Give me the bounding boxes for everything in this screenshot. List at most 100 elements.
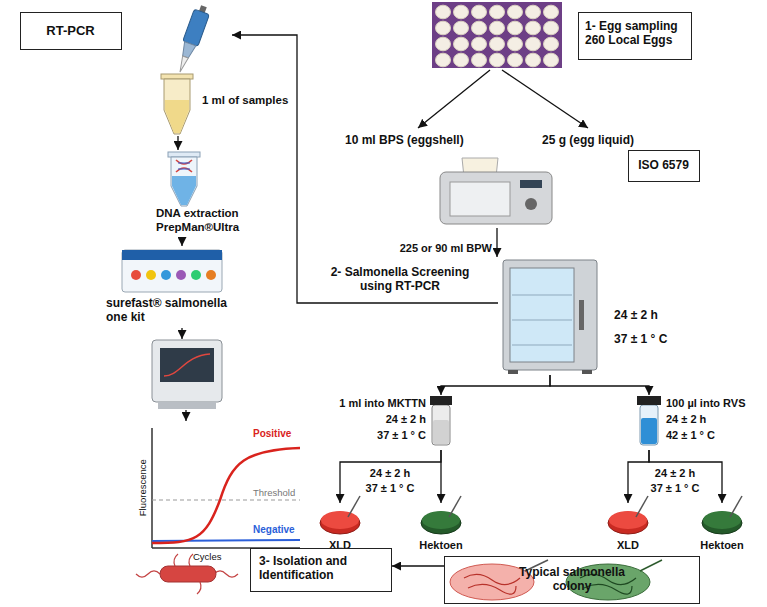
hektoen-plate-icon — [449, 496, 461, 517]
enrichment-tube: 1 ml into MKTTN 24 ± 2 h 37 ± 1 ° C — [330, 395, 456, 450]
incubator-icon — [579, 300, 584, 330]
stomacher-icon — [440, 172, 552, 224]
pcr-kit-icon — [176, 270, 186, 280]
annotation-label: 25 g (egg liquid) — [542, 133, 634, 147]
standard-box: ISO 6579 — [628, 150, 700, 182]
node-text: Fluorescence — [137, 448, 148, 528]
incubator-icon — [510, 268, 574, 362]
rvs-tube-icon — [637, 396, 661, 405]
rvs-tube-icon — [637, 396, 661, 445]
xld-plate-icon — [320, 496, 360, 534]
hektoen-plate-icon — [421, 512, 461, 534]
hektoen-plate-icon — [703, 511, 741, 529]
pcr-kit: surefast® salmonella one kit — [104, 246, 246, 328]
hektoen-plate-icon — [702, 512, 742, 534]
xld-plate-icon — [348, 496, 360, 517]
pcr-kit-icon — [122, 250, 222, 292]
hektoen-plate-icon — [421, 496, 461, 534]
incubator-icon — [512, 295, 572, 296]
node-text: Positive — [253, 428, 291, 440]
xld-plate-icon — [320, 512, 360, 534]
flow-connector — [177, 136, 178, 150]
stomacher-icon — [520, 180, 542, 188]
stomacher-icon — [440, 158, 552, 224]
flow-arrow — [181, 328, 182, 339]
agar-plate: Hektoen — [413, 503, 469, 553]
flow-arrow — [418, 70, 588, 128]
pcr-kit-icon — [161, 270, 171, 280]
extraction-tube-icon — [178, 163, 190, 169]
thermocycler-icon — [160, 348, 214, 382]
flow-connector — [392, 565, 444, 566]
incubator-icon — [503, 260, 597, 374]
amplification-curve — [152, 540, 300, 541]
flow-arrow — [497, 228, 498, 257]
step-box: 3- Isolation and Identification — [250, 548, 392, 592]
node-text: 24 ± 2 h — [330, 413, 426, 426]
node-text: Typical salmonella colony — [519, 565, 625, 594]
annotation-label: 24 ± 2 h — [355, 467, 425, 480]
flow-connector — [440, 450, 441, 503]
pcr-kit-icon — [206, 270, 216, 280]
incubator-icon — [503, 260, 597, 370]
egg-tray — [432, 2, 562, 68]
bacterium-icon — [136, 554, 238, 594]
node-text: 37 ± 1 ° C — [330, 429, 426, 442]
sample-tube-icon — [161, 74, 193, 79]
colony-plates — [464, 574, 520, 594]
node-text: RT-PCR — [21, 23, 120, 39]
rvs-tube-icon — [640, 405, 658, 445]
flow-connector — [628, 450, 649, 503]
step-box: 1- Egg sampling 260 Local Eggs — [578, 12, 692, 60]
xld-plate-icon — [609, 511, 647, 529]
annotation-label: 24 ± 2 h — [640, 467, 710, 480]
pcr-kit-icon — [191, 270, 201, 280]
flow-connector — [181, 240, 182, 246]
extraction-tube-icon — [168, 152, 200, 206]
flow-arrow — [182, 328, 183, 339]
pipette-icon — [177, 56, 188, 73]
node-text: 1 ml into MKTTN — [330, 397, 426, 410]
mkttn-tube-icon — [430, 396, 452, 405]
colony-plates — [450, 560, 662, 600]
node-text: Threshold — [253, 487, 295, 498]
amplification-curve — [151, 428, 153, 548]
node-text: Hektoen — [688, 539, 756, 552]
xld-plate-icon — [321, 511, 359, 529]
result-box: Typical salmonella colony — [444, 556, 700, 604]
node-text: 24 ± 2 h — [666, 413, 706, 426]
flow-connector — [550, 375, 649, 395]
egg-tray — [432, 2, 562, 68]
stomacher-icon — [450, 182, 510, 216]
annotation-label: 37 ± 1 ° C — [355, 482, 425, 495]
extraction-tube-icon — [171, 157, 197, 206]
annotation-label: 225 or 90 ml BPW — [382, 242, 492, 255]
thermocycler-icon — [164, 354, 210, 376]
annotation-label: 10 ml BPS (eggshell) — [345, 133, 464, 147]
flow-connector — [441, 375, 550, 395]
incubator-icon — [512, 320, 572, 321]
node-text: DNA extraction PrepMan®Ultra — [156, 207, 256, 235]
mkttn-tube-icon — [433, 420, 449, 444]
annotation-label: 37 ± 1 ° C — [640, 482, 710, 495]
extraction-tube-icon — [176, 160, 192, 172]
flow-arrow — [186, 410, 187, 421]
sample-tube-icon — [165, 100, 189, 133]
node-text: Cycles — [193, 551, 222, 562]
node-text: XLD — [596, 539, 660, 552]
node-text: ISO 6579 — [629, 158, 698, 172]
mkttn-tube-icon — [430, 396, 452, 445]
sample-tube-icon — [161, 74, 193, 134]
hektoen-plate-icon — [702, 496, 742, 534]
node-text: 100 µl into RVS — [666, 397, 746, 410]
stomacher-icon — [525, 198, 537, 210]
incubator: 24 ± 2 h37 ± 1 ° C — [498, 258, 690, 375]
incubator-icon — [512, 345, 572, 346]
flow-arrow — [418, 70, 490, 128]
method-box: RT-PCR — [20, 12, 122, 50]
sample-tube-icon — [164, 79, 190, 134]
thermocycler-icon — [158, 402, 216, 409]
pcr-kit-icon — [131, 270, 141, 280]
agar-plate: XLD — [606, 503, 650, 553]
